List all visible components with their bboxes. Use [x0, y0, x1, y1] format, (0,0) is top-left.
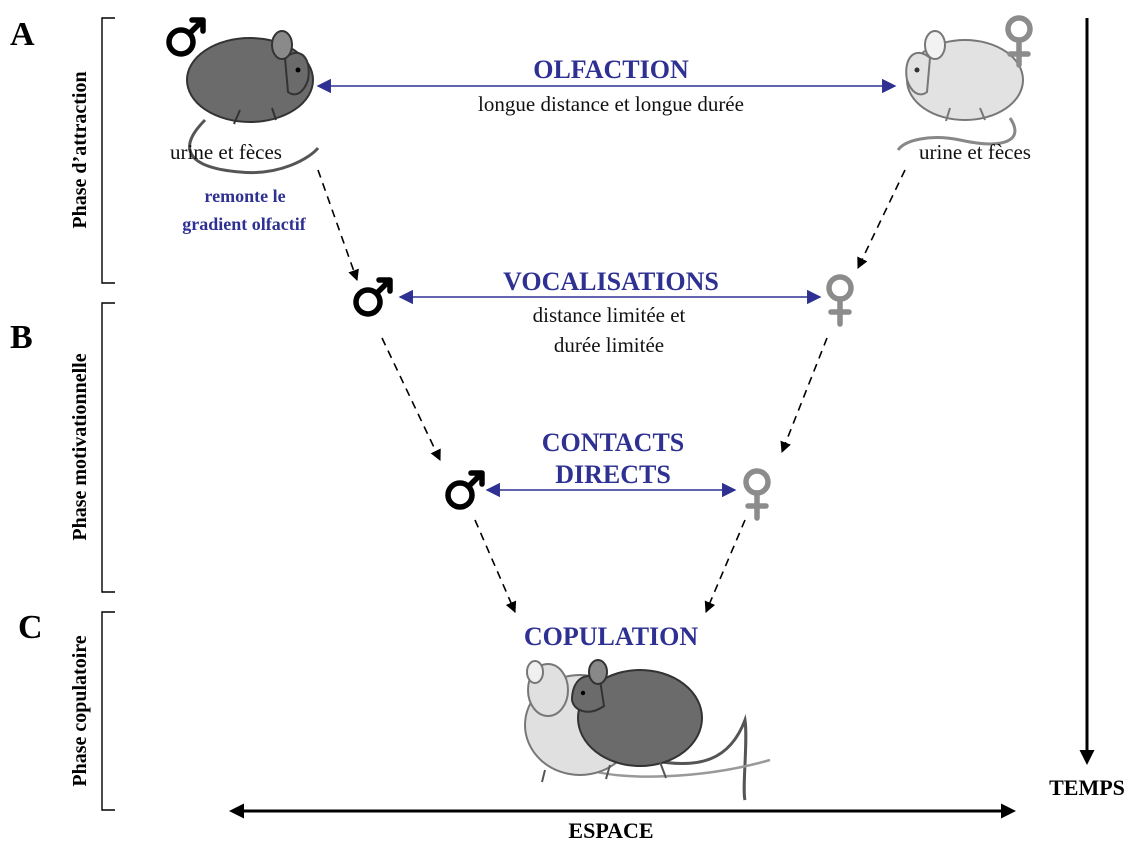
gradient-note-line1: remonte le — [204, 186, 285, 206]
female-symbol-top-icon — [1005, 15, 1033, 68]
male-symbol-top-icon — [166, 17, 206, 57]
male-approach-arrow-1 — [317, 169, 359, 282]
male-approach-arrow-3 — [474, 519, 517, 614]
phase-a-letter: A — [10, 16, 35, 53]
gradient-note-line2: gradient olfactif — [182, 214, 306, 234]
phase-c-letter: C — [18, 609, 43, 646]
space-axis-label: ESPACE — [568, 818, 653, 843]
olfaction-title: OLFACTION — [533, 55, 689, 84]
vocalisations-title: VOCALISATIONS — [503, 267, 719, 296]
copulation-title: COPULATION — [524, 622, 699, 651]
female-mouse-icon — [896, 30, 1024, 151]
female-olfaction-caption: urine et fèces — [919, 140, 1031, 164]
male-symbol-middle-icon — [353, 277, 393, 317]
phase-b-name: Phase motivationnelle — [69, 353, 91, 540]
vocalisations-line1: distance limitée et — [533, 303, 686, 327]
male-approach-arrow-2 — [381, 337, 441, 462]
phase-b-letter: B — [10, 319, 33, 356]
female-symbol-middle-icon — [826, 274, 854, 327]
phase-c-name: Phase copulatoire — [69, 635, 91, 786]
male-symbol-lower-icon — [445, 470, 485, 510]
male-olfaction-caption: urine et fèces — [170, 140, 282, 164]
phase-a-bracket — [101, 17, 115, 284]
female-approach-arrow-2 — [780, 337, 828, 454]
phase-b-bracket — [101, 302, 115, 593]
time-axis-label: TEMPS — [1049, 775, 1125, 800]
olfaction-subtitle: longue distance et longue durée — [478, 92, 744, 116]
male-mouse-icon — [186, 30, 320, 175]
female-approach-arrow-3 — [704, 519, 746, 614]
copulating-mice-icon — [524, 659, 771, 801]
female-approach-arrow-1 — [857, 169, 906, 270]
contacts-line1: CONTACTS — [542, 428, 685, 457]
phase-a-name: Phase d’attraction — [69, 71, 91, 228]
phase-c-bracket — [101, 611, 115, 811]
vocalisations-line2: durée limitée — [554, 333, 664, 357]
contacts-line2: DIRECTS — [555, 460, 671, 489]
female-symbol-lower-icon — [743, 468, 771, 521]
